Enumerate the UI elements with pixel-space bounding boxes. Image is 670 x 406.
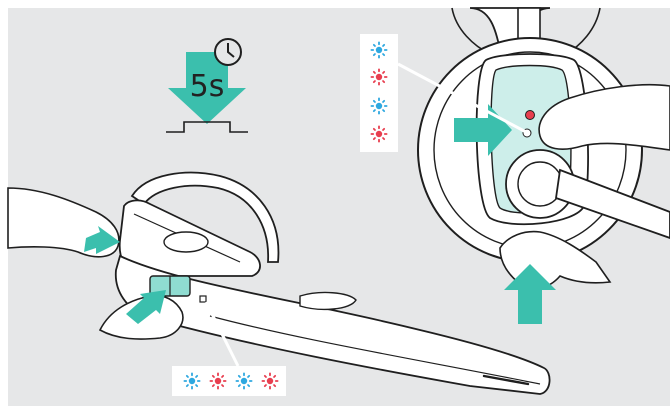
ear-cushion [164,232,208,252]
clock-icon [215,39,241,65]
led-sequence-bottom [172,366,286,396]
boom-pivot-inner [518,162,562,206]
duration-label: 5s [190,69,225,104]
status-led-red [526,111,535,120]
side-status-led [200,296,206,302]
led-sequence-top [360,34,398,152]
